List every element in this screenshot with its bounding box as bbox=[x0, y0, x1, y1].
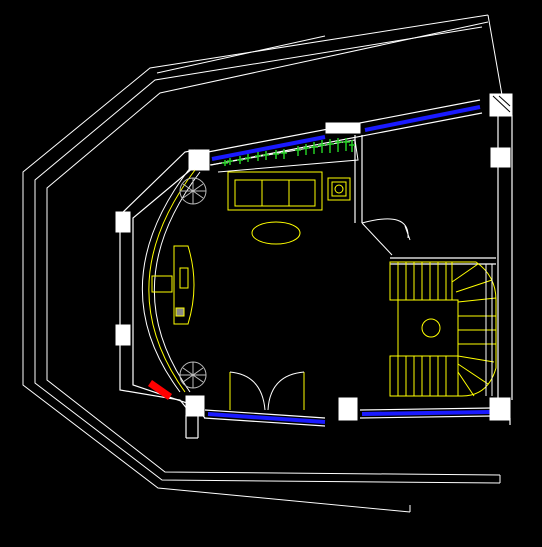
double-entry-door bbox=[229, 372, 305, 410]
desk-equipment bbox=[175, 307, 185, 317]
swing-door bbox=[361, 218, 411, 256]
staircase bbox=[389, 261, 497, 397]
red-marker bbox=[148, 380, 172, 400]
decorative-plant-fixtures bbox=[222, 138, 355, 166]
fixture-top bbox=[179, 177, 207, 205]
fixture-bottom bbox=[179, 361, 207, 389]
sofa bbox=[227, 171, 323, 211]
curved-glass-wall bbox=[141, 167, 201, 393]
side-table bbox=[327, 177, 351, 201]
door-swing-arcs bbox=[229, 371, 305, 411]
window-glazing bbox=[207, 105, 491, 424]
exterior-walls bbox=[119, 99, 513, 439]
desk bbox=[173, 245, 195, 325]
plant-icon bbox=[222, 138, 355, 166]
round-fixtures bbox=[179, 177, 207, 389]
column-hatching bbox=[492, 95, 511, 113]
structural-columns bbox=[115, 93, 513, 421]
desk-chair bbox=[151, 275, 173, 293]
oval-coffee-table bbox=[251, 221, 301, 245]
stair-railing bbox=[485, 264, 493, 396]
outer-site-boundary bbox=[22, 14, 503, 513]
